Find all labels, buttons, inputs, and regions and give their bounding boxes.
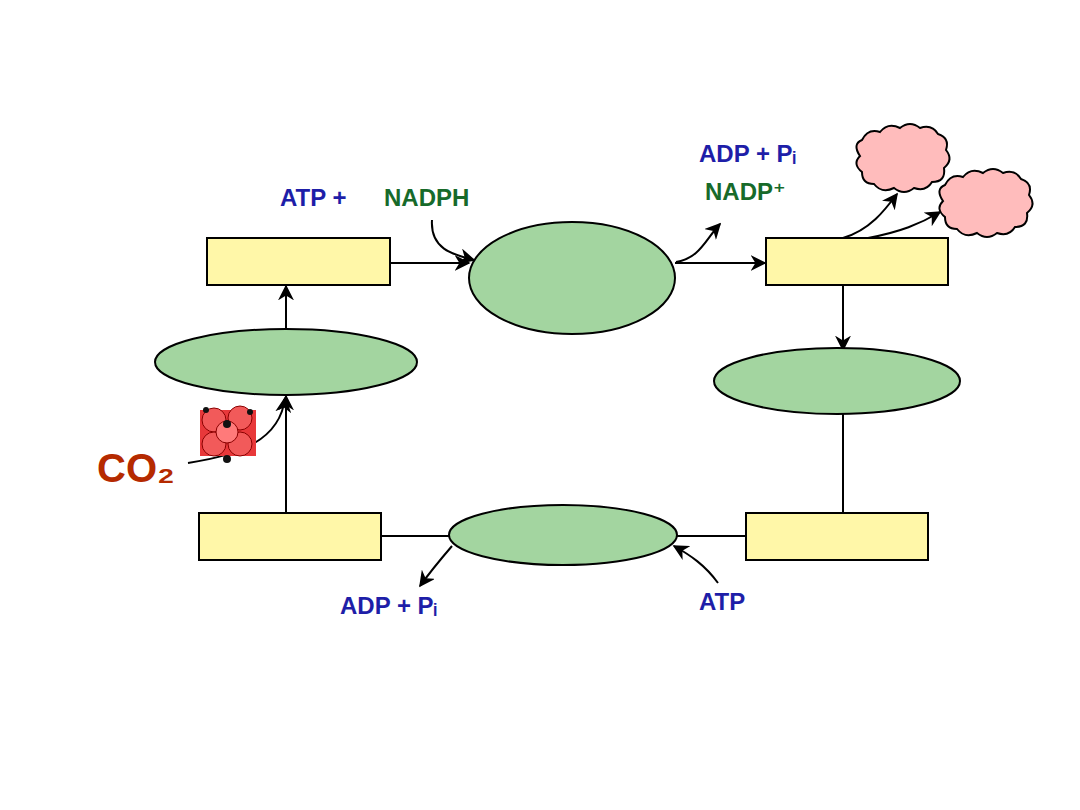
co2-label: CO₂: [97, 448, 175, 488]
product-label: ADP + Pᵢ: [340, 594, 437, 618]
rubisco-symbol: [200, 406, 256, 463]
enzyme-oval: [155, 222, 960, 565]
reactant-label: NADPH: [384, 186, 469, 210]
product-cloud: [856, 124, 1032, 237]
reactant-label: ATP: [699, 590, 745, 614]
product-label: NADP⁺: [705, 180, 786, 204]
product-label: ADP + Pᵢ: [699, 142, 796, 166]
reactant-label: ATP +: [280, 186, 346, 210]
